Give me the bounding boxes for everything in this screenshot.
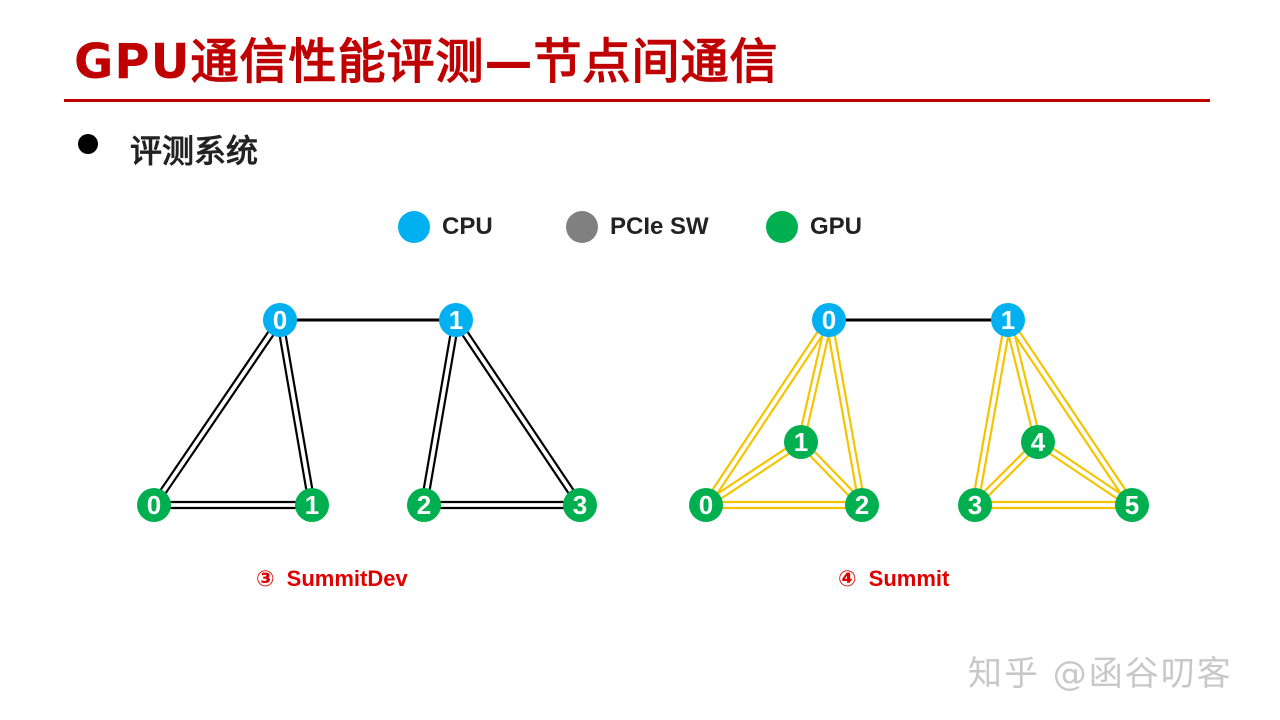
summitdev-gpu-node-0-label: 0 [147, 490, 161, 520]
summit-gpu-node-5: 5 [1115, 488, 1149, 522]
summitdev-gpu-node-2-label: 2 [417, 490, 431, 520]
summit-nvlink-gpu4-gpu5 [1035, 438, 1135, 509]
summitdev-gpu-node-2: 2 [407, 488, 441, 522]
summitdev-topology: 0 1 0 1 2 3 [137, 303, 597, 522]
summit-cpu-node-1-label: 1 [1001, 305, 1015, 335]
summit-topology: 0 1 0 1 2 3 4 5 [689, 303, 1149, 522]
legend-item-cpu: CPU [398, 210, 493, 244]
summit-caption: ④ Summit [838, 566, 949, 592]
summitdev-nvlink-cpu1-gpu2 [419, 319, 461, 506]
summit-gpu-node-4-label: 4 [1031, 427, 1046, 457]
legend-item-gpu: GPU [766, 210, 862, 244]
summit-nvlink-cpu1-gpu4 [1004, 319, 1042, 443]
summit-gpu-node-2-label: 2 [855, 490, 869, 520]
summitdev-gpu-node-1-label: 1 [305, 490, 319, 520]
summitdev-nvlink-gpu0-gpu1 [154, 500, 312, 510]
summit-cpu-node-1: 1 [991, 303, 1025, 337]
summitdev-cpu-node-0-label: 0 [273, 305, 287, 335]
summit-caption-label: Summit [868, 566, 950, 591]
legend-item-pcie-sw: PCIe SW [566, 210, 709, 244]
watermark: 知乎 @函谷叨客 [968, 654, 1233, 694]
summit-nvlink-gpu0-gpu2 [706, 500, 862, 510]
summitdev-caption-label: SummitDev [286, 566, 408, 591]
page-title: GPU通信性能评测—节点间通信 [74, 34, 779, 90]
summit-gpu-node-0-label: 0 [699, 490, 713, 520]
section-heading: 评测系统 [130, 132, 259, 170]
summitdev-caption-number: ③ [256, 567, 275, 592]
gpu-legend-swatch [766, 211, 798, 243]
summitdev-cpu-node-1: 1 [439, 303, 473, 337]
summit-nvlink-cpu0-gpu0 [702, 317, 833, 508]
summitdev-caption: ③ SummitDev [256, 566, 408, 592]
summitdev-gpu-node-1: 1 [295, 488, 329, 522]
summit-nvlink-gpu0-gpu1 [703, 438, 804, 509]
cpu-legend-swatch [398, 211, 430, 243]
summitdev-nvlink-cpu0-gpu1 [275, 319, 317, 506]
summitdev-nvlink-cpu0-gpu0 [150, 317, 284, 508]
summitdev-gpu-node-3-label: 3 [573, 490, 587, 520]
summitdev-nvlink-cpu1-gpu3 [452, 317, 584, 508]
summit-gpu-node-1: 1 [784, 425, 818, 459]
title-divider [64, 99, 1210, 102]
summit-nvlink-cpu0-gpu2 [824, 319, 867, 506]
summit-gpu-node-2: 2 [845, 488, 879, 522]
summitdev-cpu-node-0: 0 [263, 303, 297, 337]
summit-gpu-node-0: 0 [689, 488, 723, 522]
summitdev-gpu-node-0: 0 [137, 488, 171, 522]
summit-gpu-node-4: 4 [1021, 425, 1055, 459]
pcie-sw-legend-swatch [566, 211, 598, 243]
summit-gpu-node-3-label: 3 [968, 490, 982, 520]
legend-label-pcie-sw: PCIe SW [610, 213, 709, 240]
summit-nvlink-cpu1-gpu5 [1004, 317, 1136, 508]
summit-gpu-node-1-label: 1 [794, 427, 808, 457]
summitdev-gpu-node-3: 3 [563, 488, 597, 522]
legend-label-gpu: GPU [810, 213, 863, 240]
summit-gpu-node-5-label: 5 [1125, 490, 1139, 520]
bullet-icon [78, 134, 98, 154]
summit-gpu-node-3: 3 [958, 488, 992, 522]
summit-cpu-node-0-label: 0 [822, 305, 836, 335]
summitdev-cpu-node-1-label: 1 [449, 305, 463, 335]
summit-nvlink-cpu0-gpu1 [797, 319, 833, 443]
summitdev-nvlink-gpu2-gpu3 [424, 500, 580, 510]
summit-nvlink-cpu1-gpu3 [970, 319, 1013, 506]
summit-caption-number: ④ [838, 567, 857, 592]
summit-nvlink-gpu3-gpu5 [975, 500, 1132, 510]
legend-label-cpu: CPU [442, 213, 493, 240]
summit-cpu-node-0: 0 [812, 303, 846, 337]
